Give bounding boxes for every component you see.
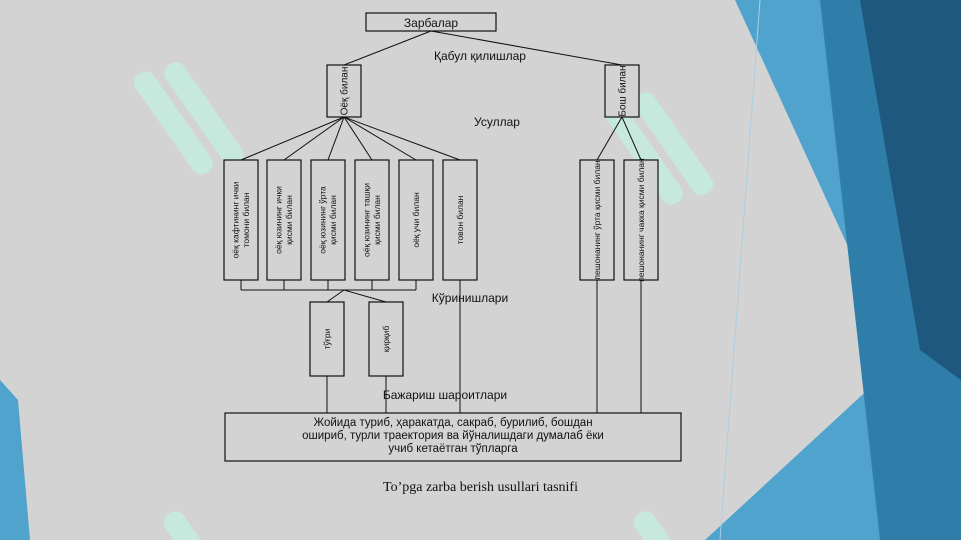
foot-method-label-2-line: қисми билан: [284, 195, 294, 245]
branch-foot-box: [326, 64, 362, 118]
edge-head-method-2: [621, 116, 642, 161]
label-methods: Усуллар: [474, 115, 520, 129]
edge-foot-method-2: [283, 116, 345, 161]
head-method-box-2: [623, 159, 659, 281]
foot-method-label-5: оёқ учи билан: [411, 192, 421, 248]
edge-foot-method-1: [240, 116, 345, 161]
type-box-2: [368, 301, 404, 377]
edge-root-foot: [343, 30, 432, 66]
panel-left-strip: [0, 380, 30, 540]
head-method-label-1: пешонанинг ўрта қисми билан: [592, 160, 602, 280]
edge-type-1: [326, 289, 345, 303]
conditions-line-3: учиб кетаётган тўпларга: [388, 443, 518, 455]
foot-method-label-2-line: оёқ юзининг ички: [274, 186, 284, 254]
watermarks: [133, 62, 714, 545]
head-method-label-2: пешонанинг чакка қисми билан: [636, 158, 646, 282]
branch-foot-label: Оёқ билан: [339, 67, 351, 116]
edge-foot-method-4: [343, 116, 373, 161]
label-types: Кўринишлари: [432, 291, 508, 305]
panel-accent-line: [719, 0, 761, 541]
watermark-logo: [133, 62, 244, 175]
foot-method-label-4-line: оёқ юзининг ташқи: [362, 183, 372, 257]
watermark-logo: [163, 511, 209, 545]
foot-method-label-3-line: оёқ юзининг ўрта: [318, 186, 328, 254]
foot-method-label-6-line: товон билан: [455, 195, 465, 244]
head-method-label-2-line: пешонанинг чакка қисми билан: [636, 158, 646, 282]
foot-method-label-1-line: томони билан: [241, 192, 251, 247]
foot-method-label-4-line: қисми билан: [372, 195, 382, 245]
edge-root-head: [430, 30, 623, 66]
foot-method-box-6: [442, 159, 478, 281]
type-label-2: қирқиб: [381, 326, 391, 353]
foot-method-label-6: товон билан: [455, 195, 465, 244]
branch-head-label-line: Бош билан: [617, 65, 629, 116]
watermark-logo: [603, 92, 714, 205]
type-box-1: [309, 301, 345, 377]
conditions-line-1: Жойида туриб, ҳаракатда, сакраб, бурилиб…: [313, 417, 592, 429]
branch-head-label: Бош билан: [617, 65, 629, 116]
head-method-box-1: [579, 159, 615, 281]
label-reception: Қабул қилишлар: [434, 49, 526, 63]
foot-method-box-5: [398, 159, 434, 281]
foot-method-label-3-line: қисми билан: [328, 195, 338, 245]
edge-type-2: [343, 289, 387, 303]
root-node-box: [365, 12, 497, 32]
foot-method-box-2: [266, 159, 302, 281]
conditions-box: [224, 412, 682, 462]
foot-method-label-1-line: оёқ кафтининг ички: [231, 181, 241, 258]
edge-foot-method-5: [343, 116, 417, 161]
foot-method-box-4: [354, 159, 390, 281]
foot-method-label-5-line: оёқ учи билан: [411, 192, 421, 248]
edge-foot-method-3: [327, 116, 345, 161]
diagram-edges: [240, 30, 642, 413]
type-label-2-line: қирқиб: [381, 326, 391, 353]
panel-dark: [860, 0, 961, 380]
type-label-1: тўғри: [322, 328, 332, 349]
diagram-nodes: [223, 12, 682, 462]
head-method-label-1-line: пешонанинг ўрта қисми билан: [592, 160, 602, 280]
foot-method-box-1: [223, 159, 259, 281]
label-conditions: Бажариш шароитлари: [383, 388, 507, 402]
foot-method-box-3: [310, 159, 346, 281]
watermark-logo: [633, 511, 679, 545]
figure-caption: To’pga zarba berish usullari tasnifi: [383, 480, 578, 495]
type-label-1-line: тўғри: [322, 328, 332, 349]
branch-foot-label-line: Оёқ билан: [339, 67, 351, 116]
edge-head-method-1: [596, 116, 623, 161]
branch-head-box: [604, 64, 640, 118]
root-node-label: Зарбалар: [404, 16, 459, 30]
conditions-line-2: ошириб, турли траектория ва йўналишдаги …: [302, 430, 604, 442]
edge-foot-method-6: [343, 116, 461, 161]
